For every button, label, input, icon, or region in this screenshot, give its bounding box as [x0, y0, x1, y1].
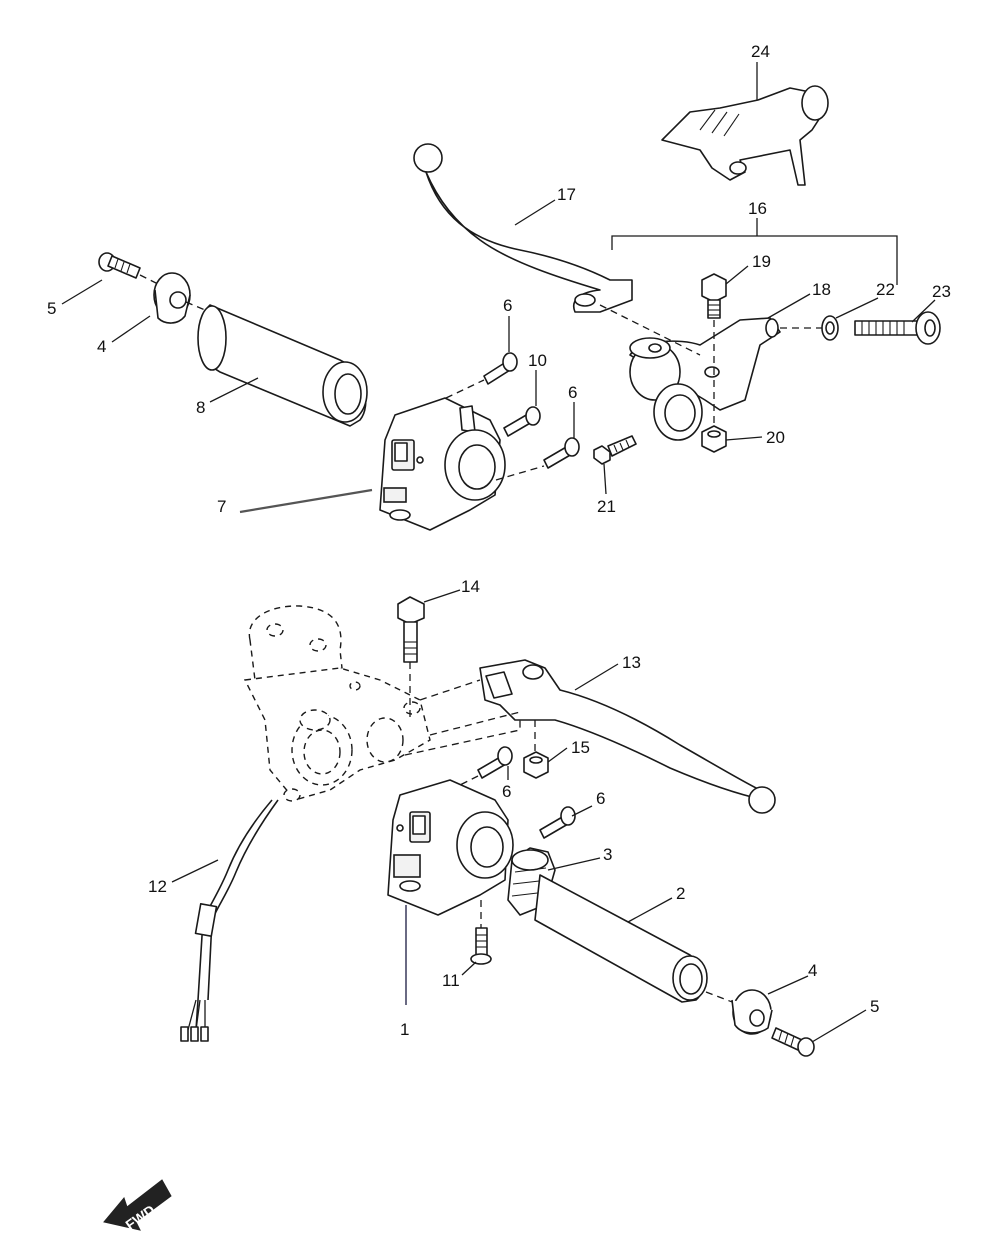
- callout-21: 21: [597, 497, 616, 516]
- callout-23: 23: [932, 282, 951, 301]
- lever-guard-part: [661, 85, 829, 186]
- clamp-bolt-part: [593, 435, 637, 465]
- throttle-grip-part: [534, 874, 708, 1003]
- callout-8: 8: [196, 398, 205, 417]
- callout-13: 13: [622, 653, 641, 672]
- pivot-bolt-part: [701, 273, 727, 319]
- lever-pivot-nut-part: [523, 751, 549, 779]
- forward-direction-badge: FWD: [103, 1179, 172, 1233]
- upper-bar-end-screw-part: [98, 252, 141, 279]
- lower-switch-screw-11-part: [470, 927, 492, 965]
- adjuster-washer-part: [821, 315, 839, 341]
- upper-switch-screw-10-part: [503, 406, 541, 437]
- callout-7: 7: [217, 497, 226, 516]
- callout-10: 10: [528, 351, 547, 370]
- callout-5-lower: 5: [870, 997, 879, 1016]
- lever-pivot-bolt-part: [397, 596, 425, 663]
- callout-5-upper: 5: [47, 299, 56, 318]
- callout-3: 3: [603, 845, 612, 864]
- callout-6-upper-b: 6: [568, 383, 577, 402]
- callout-16: 16: [748, 199, 767, 218]
- left-grip-part: [197, 304, 368, 427]
- callout-15: 15: [571, 738, 590, 757]
- pivot-nut-part: [701, 425, 727, 453]
- callout-leaders: [61, 62, 936, 1043]
- lower-switch-screw-1-part: [477, 746, 513, 779]
- right-switch-housing-part: [387, 779, 514, 916]
- lower-bar-end-weight-part: [731, 989, 773, 1035]
- callout-19: 19: [752, 252, 771, 271]
- callout-4-lower: 4: [808, 961, 817, 980]
- callout-18: 18: [812, 280, 831, 299]
- callout-4-upper: 4: [97, 337, 106, 356]
- callout-1: 1: [400, 1020, 409, 1039]
- master-cylinder-outline: [243, 605, 431, 802]
- lower-bar-end-screw-part: [771, 1027, 815, 1057]
- front-brake-lever-part: [479, 659, 776, 814]
- callout-labels: 24 17 16 19 18 22 23 5 4 8 6 10 6 20 21 …: [47, 42, 951, 1039]
- callout-12: 12: [148, 877, 167, 896]
- upper-bar-end-weight-part: [153, 272, 191, 324]
- callout-20: 20: [766, 428, 785, 447]
- callout-11: 11: [442, 971, 460, 990]
- upper-switch-screw-1-part: [483, 352, 518, 385]
- callout-17: 17: [557, 185, 576, 204]
- callout-22: 22: [876, 280, 895, 299]
- left-switch-housing-part: [379, 397, 506, 531]
- callout-2: 2: [676, 884, 685, 903]
- lever-bracket-part: [629, 317, 781, 441]
- adjuster-screw-part: [854, 311, 941, 345]
- upper-switch-screw-2-part: [543, 437, 580, 469]
- callout-6-upper-a: 6: [503, 296, 512, 315]
- callout-6-lower-a: 6: [502, 782, 511, 801]
- callout-6-lower-b: 6: [596, 789, 605, 808]
- callout-24: 24: [751, 42, 770, 61]
- switch-wire-harness-part: [180, 799, 279, 1042]
- lower-switch-screw-2-part: [539, 806, 576, 839]
- upper-lever-part: [413, 143, 633, 313]
- callout-14: 14: [461, 577, 480, 596]
